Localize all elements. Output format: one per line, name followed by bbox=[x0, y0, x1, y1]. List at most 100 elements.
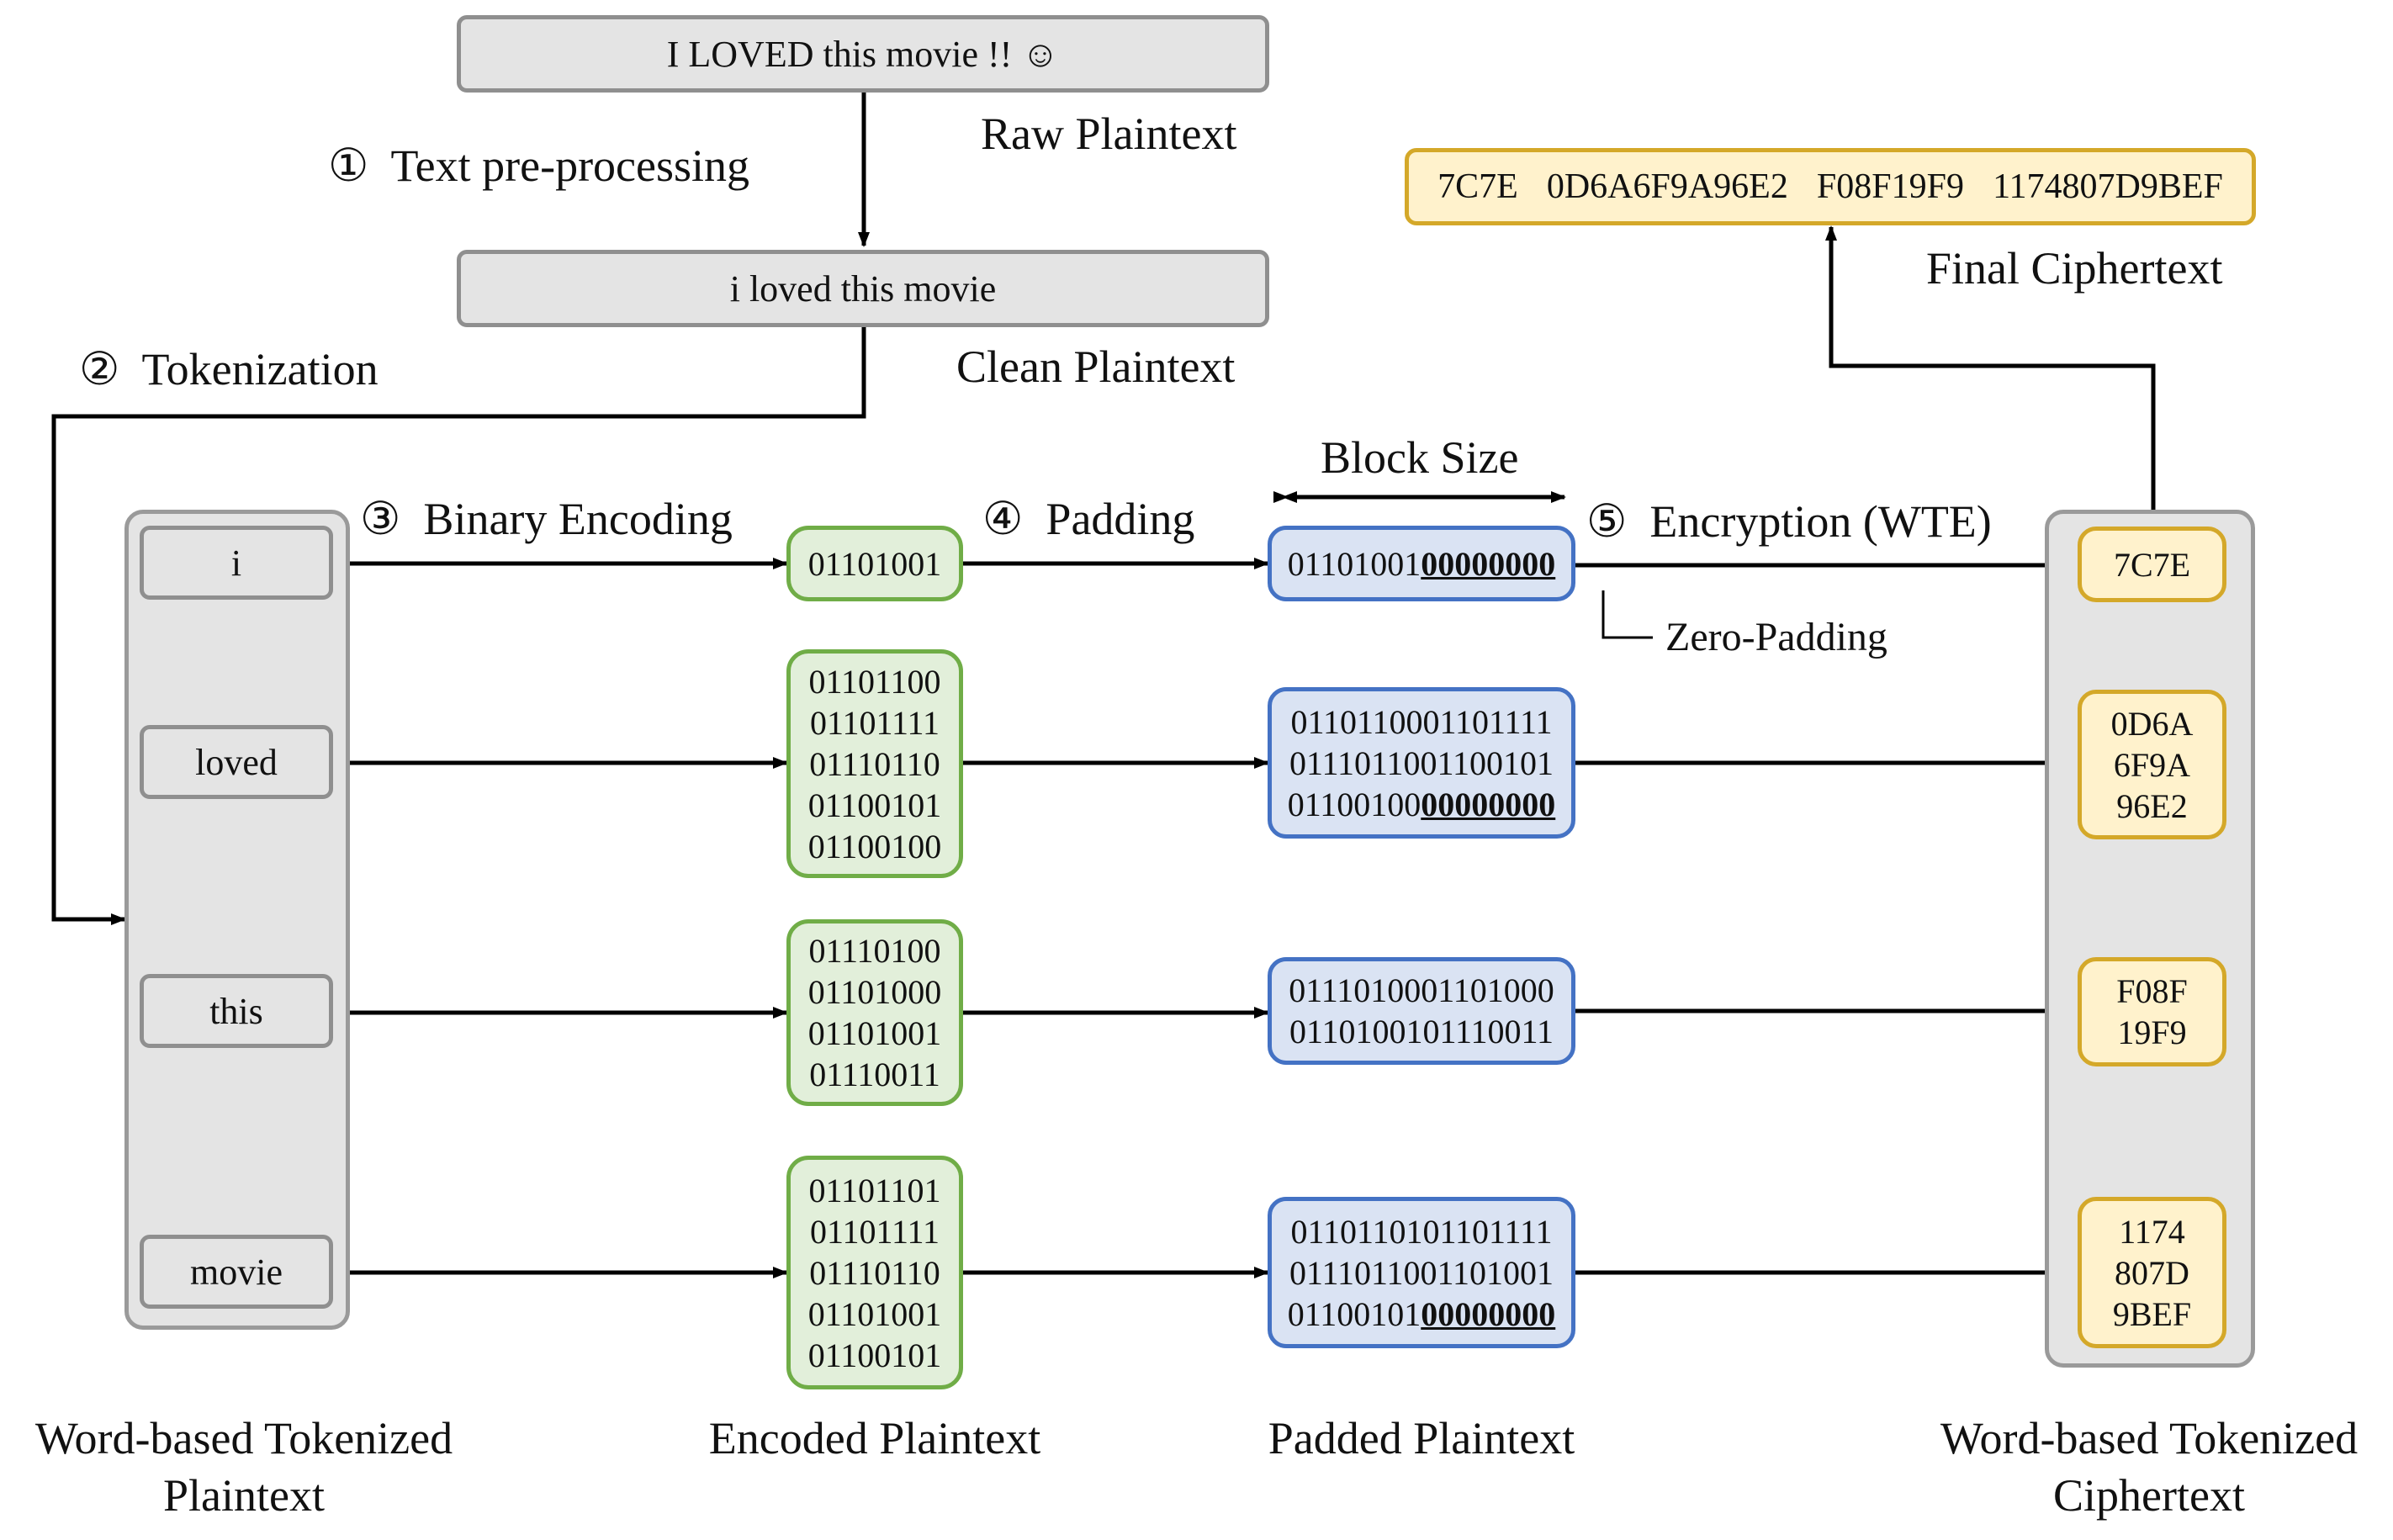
block-size-label: Block Size bbox=[1321, 432, 1519, 483]
caption-line: Plaintext bbox=[163, 1470, 325, 1521]
token-text: this bbox=[209, 990, 263, 1032]
token-box-this: this bbox=[140, 974, 333, 1048]
encoded-byte: 01101001 bbox=[807, 1014, 942, 1052]
padded-bits: 01100101 bbox=[1287, 1294, 1422, 1333]
tokenized-plaintext-panel bbox=[124, 510, 350, 1330]
encoded-box-row2: 01101100 01101111 01110110 01100101 0110… bbox=[786, 649, 963, 878]
token-text: loved bbox=[195, 741, 278, 783]
padded-bits: 0111011001100101 bbox=[1289, 744, 1554, 782]
padded-block: 0111011001100101 bbox=[1289, 743, 1554, 784]
cipher-chunk: 96E2 bbox=[2116, 786, 2188, 825]
encoded-byte: 01101111 bbox=[809, 1212, 940, 1251]
padded-bits: 01100100 bbox=[1287, 785, 1422, 823]
encoded-byte: 01101001 bbox=[807, 1294, 942, 1333]
encoded-byte: 01110110 bbox=[809, 1253, 940, 1292]
step2-number: ② bbox=[79, 344, 120, 394]
token-box-movie: movie bbox=[140, 1235, 333, 1309]
clean-plaintext-text: i loved this movie bbox=[729, 267, 997, 310]
cipher-chunk: 1174 bbox=[2119, 1212, 2185, 1251]
caption-encoded-plaintext: Encoded Plaintext bbox=[622, 1410, 1127, 1467]
padded-box-row1: 0110100100000000 bbox=[1268, 526, 1575, 601]
caption-line: Padded Plaintext bbox=[1268, 1413, 1575, 1463]
padded-box-row2: 0110110001101111 0111011001100101 011001… bbox=[1268, 687, 1575, 839]
step1-number: ① bbox=[328, 140, 369, 191]
step3-label: ③ Binary Encoding bbox=[360, 492, 733, 545]
step4-label: ④ Padding bbox=[982, 492, 1194, 545]
step4-number: ④ bbox=[982, 494, 1024, 544]
caption-padded-plaintext: Padded Plaintext bbox=[1169, 1410, 1674, 1467]
step3-number: ③ bbox=[360, 494, 401, 544]
cipher-box-row2: 0D6A 6F9A 96E2 bbox=[2078, 690, 2226, 839]
zero-padding-leader bbox=[1602, 590, 1653, 639]
padded-box-row3: 0111010001101000 0110100101110011 bbox=[1268, 957, 1575, 1065]
encoded-byte: 01101100 bbox=[808, 662, 941, 701]
encoded-byte: 01101000 bbox=[807, 973, 942, 1011]
step1-label: ① Text pre-processing bbox=[328, 139, 749, 192]
step5-label: ⑤ Encryption (WTE) bbox=[1586, 495, 1992, 548]
final-ciphertext-part: F08F19F9 bbox=[1816, 167, 1964, 206]
padded-block: 0111011001101001 bbox=[1289, 1252, 1554, 1294]
cipher-chunk: 9BEF bbox=[2112, 1294, 2192, 1333]
arrow-tokenization bbox=[51, 325, 866, 925]
token-text: movie bbox=[190, 1251, 283, 1293]
encoded-byte: 01110110 bbox=[809, 744, 940, 783]
padded-block: 0110100101110011 bbox=[1289, 1011, 1554, 1052]
token-box-i: i bbox=[140, 526, 333, 600]
padded-bits: 0110110101101111 bbox=[1290, 1212, 1553, 1251]
cipher-chunk: 807D bbox=[2115, 1253, 2189, 1292]
token-text: i bbox=[230, 542, 242, 584]
raw-plaintext-label: Raw Plaintext bbox=[981, 108, 1237, 159]
encoded-byte: 01100101 bbox=[807, 786, 942, 824]
zero-padding-bits: 00000000 bbox=[1421, 785, 1556, 823]
step4-text: Padding bbox=[1046, 494, 1195, 544]
encoded-byte: 01110100 bbox=[808, 932, 941, 970]
caption-line: Word-based Tokenized bbox=[1940, 1413, 2359, 1463]
encoded-byte: 01101001 bbox=[807, 544, 942, 583]
final-ciphertext-part: 7C7E bbox=[1437, 167, 1518, 206]
final-ciphertext-box: 7C7E 0D6A6F9A96E2 F08F19F9 1174807D9BEF bbox=[1405, 148, 2256, 225]
padded-block: 0110010000000000 bbox=[1288, 784, 1556, 825]
cipher-chunk: 6F9A bbox=[2113, 745, 2191, 784]
step5-text: Encryption (WTE) bbox=[1649, 496, 1992, 547]
raw-plaintext-box: I LOVED this movie !! ☺ bbox=[457, 15, 1269, 93]
padded-block: 0110100100000000 bbox=[1288, 543, 1556, 585]
arrow-to-final-ciphertext bbox=[1825, 225, 2156, 510]
encoded-byte: 01100101 bbox=[807, 1336, 942, 1374]
step2-text: Tokenization bbox=[141, 344, 379, 394]
cipher-box-row1: 7C7E bbox=[2078, 527, 2226, 602]
step3-text: Binary Encoding bbox=[423, 494, 733, 544]
padded-bits: 0110110001101111 bbox=[1290, 702, 1553, 741]
raw-plaintext-text: I LOVED this movie !! ☺ bbox=[666, 33, 1060, 75]
cipher-chunk: 19F9 bbox=[2117, 1013, 2187, 1051]
caption-line: Encoded Plaintext bbox=[708, 1413, 1041, 1463]
encoded-byte: 01101111 bbox=[809, 703, 940, 742]
caption-line: Ciphertext bbox=[2053, 1470, 2245, 1521]
padded-block: 0111010001101000 bbox=[1289, 970, 1554, 1011]
cipher-chunk: F08F bbox=[2116, 972, 2188, 1010]
encoded-box-row1: 01101001 bbox=[786, 526, 963, 601]
clean-plaintext-label: Clean Plaintext bbox=[956, 341, 1236, 392]
encoded-box-row4: 01101101 01101111 01110110 01101001 0110… bbox=[786, 1156, 963, 1389]
encoded-byte: 01100100 bbox=[807, 827, 942, 865]
step5-number: ⑤ bbox=[1586, 496, 1628, 547]
step2-label: ② Tokenization bbox=[79, 342, 379, 395]
clean-plaintext-box: i loved this movie bbox=[457, 250, 1269, 327]
encoded-byte: 01110011 bbox=[809, 1056, 940, 1093]
zero-padding-bits: 00000000 bbox=[1421, 544, 1556, 583]
final-ciphertext-part: 0D6A6F9A96E2 bbox=[1546, 167, 1788, 206]
cipher-chunk: 0D6A bbox=[2110, 704, 2194, 743]
final-ciphertext-label: Final Ciphertext bbox=[1926, 243, 2223, 294]
padded-bits: 01101001 bbox=[1287, 544, 1422, 583]
padded-block: 0110110101101111 bbox=[1290, 1211, 1552, 1252]
token-box-loved: loved bbox=[140, 725, 333, 799]
encoded-byte: 01101101 bbox=[808, 1171, 941, 1209]
zero-padding-bits: 00000000 bbox=[1421, 1294, 1556, 1333]
padded-box-row4: 0110110101101111 0111011001101001 011001… bbox=[1268, 1197, 1575, 1348]
caption-tokenized-ciphertext: Word-based Tokenized Ciphertext bbox=[1905, 1410, 2393, 1524]
padded-block: 0110010100000000 bbox=[1288, 1294, 1556, 1335]
encoded-box-row3: 01110100 01101000 01101001 01110011 bbox=[786, 919, 963, 1106]
cipher-box-row4: 1174 807D 9BEF bbox=[2078, 1197, 2226, 1348]
caption-tokenized-plaintext: Word-based Tokenized Plaintext bbox=[0, 1410, 488, 1524]
